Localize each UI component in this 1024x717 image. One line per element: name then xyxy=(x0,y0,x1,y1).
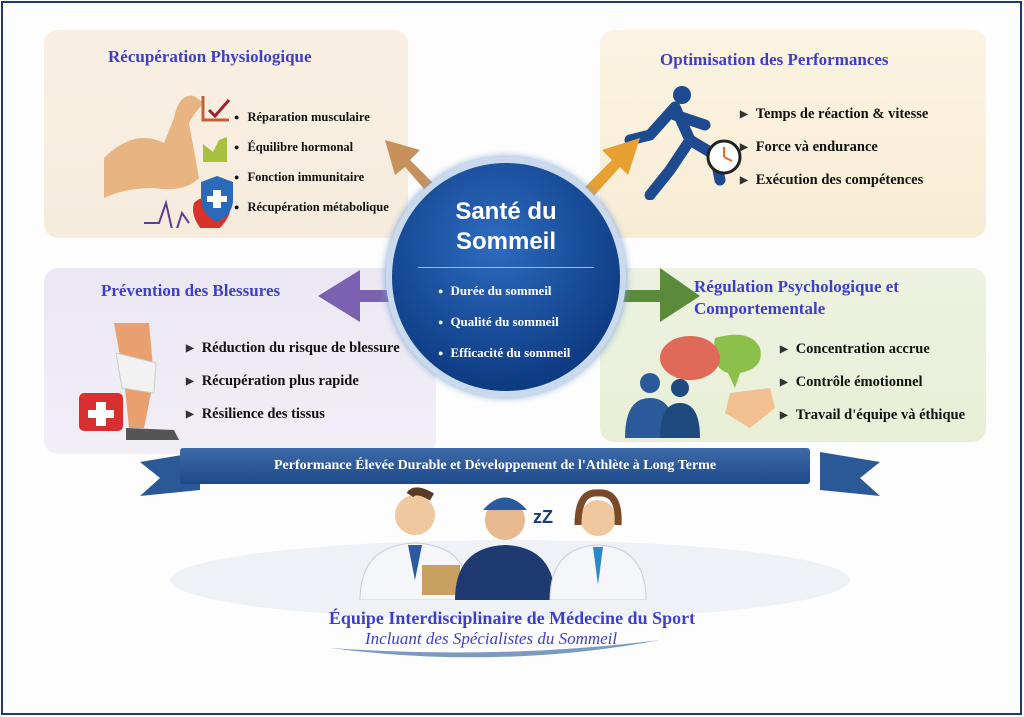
item-text: Récupération métabolique xyxy=(247,199,389,214)
list-item: ● Réparation musculaire xyxy=(234,102,389,132)
list-item: ● Qualité du sommeil xyxy=(438,306,570,337)
panel-injury-prevention: Prévention des Blessures ▶ Réduction du r… xyxy=(44,268,436,454)
arrow-to-psych xyxy=(620,268,700,322)
knee-firstaid-illustration xyxy=(79,323,179,440)
panel-title: Récupération Physiologique xyxy=(108,47,312,66)
bullet-icon: ● xyxy=(234,172,240,182)
arrow-bullet-icon: ▶ xyxy=(740,109,748,120)
hub-divider xyxy=(418,267,594,268)
panel-physiological-recovery: Récupération Physiologique ● Réparation m… xyxy=(44,30,408,238)
performance-list: ▶ Temps de réaction & vitesse ▶ Force và e… xyxy=(740,98,928,197)
hub-title-line: Santé du xyxy=(455,198,557,225)
bullet-icon: ● xyxy=(234,112,240,122)
arrow-bullet-icon: ▶ xyxy=(780,344,788,355)
runner-stopwatch-illustration xyxy=(624,86,742,200)
list-item: ▶ Force và endurance xyxy=(740,131,928,164)
medical-team-illustration: zZ xyxy=(359,487,647,600)
arrow-bullet-icon: ▶ xyxy=(186,409,194,420)
list-item: ▶ Résilience des tissus xyxy=(186,398,400,431)
bullet-icon: ● xyxy=(438,285,444,296)
item-text: Force và endurance xyxy=(755,139,878,155)
arrow-bullet-icon: ▶ xyxy=(780,377,788,388)
team-title: Équipe Interdisciplinaire de Médecine du… xyxy=(328,608,696,628)
list-item: ▶ Concentration accrue xyxy=(780,333,965,366)
list-item: ▶ Temps de réaction & vitesse xyxy=(740,98,928,131)
health-icons xyxy=(201,96,233,222)
panel-title: Régulation Psychologique et Comportementa… xyxy=(694,276,899,320)
arrow-to-injury xyxy=(318,270,400,322)
item-text: Réparation musculaire xyxy=(247,109,370,124)
item-text: Travail d'équipe và éthique xyxy=(795,407,966,423)
hub-title: Santé du Sommeil xyxy=(392,197,620,257)
item-text: Qualité du sommeil xyxy=(450,313,559,329)
list-item: ● Efficacité du sommeil xyxy=(438,337,570,368)
item-text: Réduction du risque de blessure xyxy=(201,340,400,356)
bullet-icon: ● xyxy=(234,142,240,152)
hub-list: ● Durée du sommeil ● Qualité du sommeil ● E… xyxy=(438,275,570,368)
list-item: ▶ Exécution des compétences xyxy=(740,164,928,197)
brain-team-handshake-illustration xyxy=(625,334,775,438)
psych-list: ▶ Concentration accrue ▶ Contrôle émotionn… xyxy=(780,333,965,432)
item-text: Fonction immunitaire xyxy=(247,169,365,184)
sleep-health-hub: Santé du Sommeil ● Durée du sommeil ● Quali… xyxy=(386,157,626,397)
panel-psychological-regulation: Régulation Psychologique et Comportementa… xyxy=(600,268,986,442)
list-item: ▶ Réduction du risque de blessure xyxy=(186,332,400,365)
title-line: Régulation Psychologique et xyxy=(694,277,899,296)
list-item: ● Récupération métabolique xyxy=(234,192,389,222)
panel-title: Prévention des Blessures xyxy=(101,281,281,300)
item-text: Équilibre hormonal xyxy=(247,139,354,154)
item-text: Contrôle émotionnel xyxy=(795,374,923,390)
physio-list: ● Réparation musculaire ● Équilibre hormon… xyxy=(234,102,389,222)
bullet-icon: ● xyxy=(438,347,444,358)
banner: Performance Élevée Durable et Développem… xyxy=(180,448,810,484)
item-text: Récupération plus rapide xyxy=(201,373,359,389)
arrow-bullet-icon: ▶ xyxy=(740,175,748,186)
sleep-zz-icon: zZ xyxy=(533,507,553,527)
hub-title-line: Sommeil xyxy=(455,228,557,255)
arrow-bullet-icon: ▶ xyxy=(186,376,194,387)
item-text: Temps de réaction & vitesse xyxy=(755,106,929,122)
arrow-to-performance xyxy=(582,138,640,198)
list-item: ▶ Contrôle émotionnel xyxy=(780,366,965,399)
bullet-icon: ● xyxy=(438,316,444,327)
arrow-bullet-icon: ▶ xyxy=(780,410,788,421)
list-item: ▶ Récupération plus rapide xyxy=(186,365,400,398)
panel-title: Optimisation des Performances xyxy=(660,50,889,69)
item-text: Concentration accrue xyxy=(795,341,930,357)
arrow-bullet-icon: ▶ xyxy=(186,343,194,354)
arrow-bullet-icon: ▶ xyxy=(740,142,748,153)
title-line: Comportementale xyxy=(694,299,826,318)
list-item: ● Durée du sommeil xyxy=(438,275,570,306)
panel-performance-optimization: Optimisation des Performances ▶ Temps de … xyxy=(600,30,986,238)
injury-list: ▶ Réduction du risque de blessure ▶ Récupé… xyxy=(186,332,400,431)
item-text: Durée du sommeil xyxy=(450,282,552,298)
team-subtitle: Incluant des Spécialistes du Sommeil xyxy=(365,629,618,648)
banner-ribbon-right xyxy=(820,452,880,496)
list-item: ▶ Travail d'équipe và éthique xyxy=(780,399,965,432)
arrow-to-physio xyxy=(385,140,440,198)
list-item: ● Équilibre hormonal xyxy=(234,132,389,162)
list-item: ● Fonction immunitaire xyxy=(234,162,389,192)
underline-swoosh xyxy=(330,640,660,658)
item-text: Efficacité du sommeil xyxy=(450,344,571,360)
item-text: Résilience des tissus xyxy=(201,406,325,422)
bullet-icon: ● xyxy=(234,202,240,212)
item-text: Exécution des compétences xyxy=(755,172,924,188)
